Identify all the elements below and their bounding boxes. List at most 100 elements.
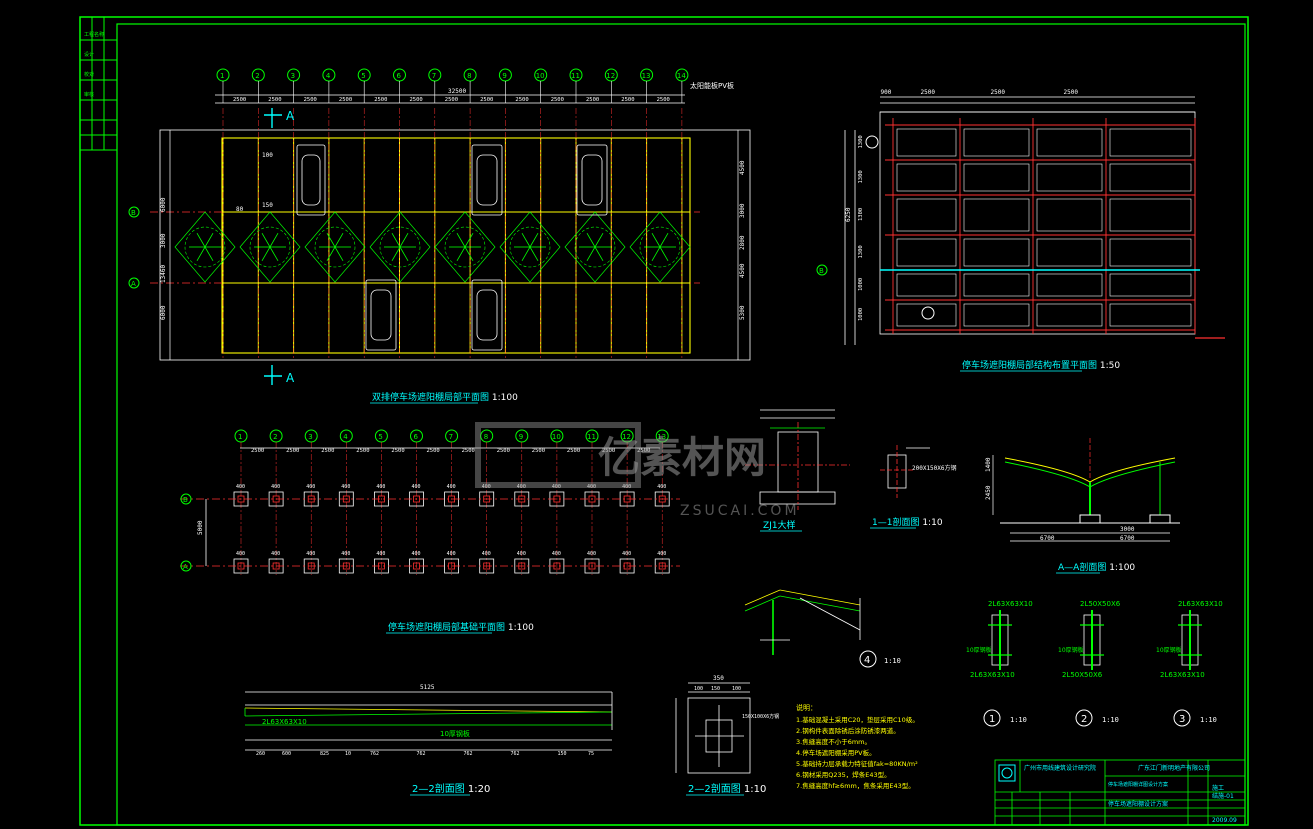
found-cell-dim: 400 <box>236 551 245 557</box>
plan-dim: 2500 <box>445 97 458 103</box>
plan-left-dim: 3000 <box>160 233 167 248</box>
pv-panel <box>1109 273 1192 297</box>
tree-branch <box>521 246 531 262</box>
s22b-title: 2—2剖面图 1:10 <box>688 782 766 795</box>
pv-panel <box>1036 238 1103 267</box>
s22-dim-top: 5125 <box>420 684 435 691</box>
tree-branch <box>529 232 539 248</box>
tree-branch <box>594 232 604 248</box>
axis-label: 9 <box>502 72 506 80</box>
pv-panel <box>1036 198 1103 232</box>
detail-text-mid: 10厚钢板 <box>966 646 992 654</box>
detail-4 <box>744 589 861 655</box>
detail-text-mid: 10厚钢板 <box>1058 646 1084 654</box>
found-cell-dim: 400 <box>552 484 561 490</box>
found-dim: 2500 <box>602 448 615 454</box>
found-row-b: B <box>183 496 188 504</box>
found-row-a: A <box>183 563 188 571</box>
tree-icon <box>509 226 551 268</box>
axis-label: 8 <box>467 72 471 80</box>
tree-branch <box>586 246 596 262</box>
title-block <box>994 759 1246 826</box>
tree-branch <box>464 232 474 248</box>
found-cell-dim: 400 <box>657 484 666 490</box>
found-cell-dim: 400 <box>482 551 491 557</box>
footing-column <box>413 562 420 570</box>
plan-title: 双排停车场遮阳棚局部平面图 1:100 <box>372 391 518 403</box>
found-cell-dim: 400 <box>306 484 315 490</box>
pv-panel <box>1036 303 1103 327</box>
tree-branch <box>529 246 539 262</box>
plan-right-dim: 4500 <box>739 160 746 175</box>
section11-title: 1—1剖面图 1:10 <box>872 516 943 528</box>
tree-branch <box>399 246 409 262</box>
planting-bed <box>304 211 366 283</box>
tb-company: 广州市用线建筑设计研究院 <box>1024 764 1096 772</box>
section-mark-top-label: A <box>286 109 295 123</box>
found-cell-dim: 400 <box>271 551 280 557</box>
axis-label: 11 <box>571 72 580 80</box>
tree-branch <box>269 232 279 248</box>
panel-left-dim: 1300 <box>858 135 864 148</box>
strip-label: 审核 <box>84 91 94 98</box>
plan-dim: 2500 <box>339 97 352 103</box>
watermark-sub: ZSUCAI.COM <box>680 503 800 519</box>
zj1-title: ZJ1大样 <box>763 519 796 531</box>
axis-label: 13 <box>642 72 651 80</box>
plan-row-b: B <box>131 209 136 217</box>
detail-text-bot: 2L63X63X10 <box>970 671 1015 679</box>
plan-dim-d100: 100 <box>262 152 273 159</box>
aa-dim-0: 6700 <box>1040 535 1055 542</box>
found-cell-dim: 400 <box>657 551 666 557</box>
note-line: 5.基础持力层承载力特征值fak=80KN/m² <box>796 759 918 768</box>
section-mark-bottom-label: A <box>286 371 295 385</box>
axis-label: 13 <box>657 433 666 441</box>
pv-panel <box>1109 238 1192 267</box>
planting-bed <box>564 211 626 283</box>
plan-dim: 2500 <box>621 97 634 103</box>
aa-dim-4: 2450 <box>985 485 992 500</box>
found-cell-dim: 400 <box>517 551 526 557</box>
car-icon <box>296 144 608 351</box>
found-cell-dim: 400 <box>306 551 315 557</box>
plan-dim: 2500 <box>480 97 493 103</box>
pv-panel <box>963 198 1030 232</box>
section-2-2-small <box>675 682 751 774</box>
pv-panel <box>1036 273 1103 297</box>
axis-label: 3 <box>308 433 312 441</box>
note-line: 1.基础混凝土采用C20，垫层采用C10级。 <box>796 715 919 724</box>
section-2-2 <box>244 691 613 751</box>
axis-label: 2 <box>273 433 277 441</box>
found-cell-dim: 400 <box>376 484 385 490</box>
tree-branch <box>196 232 206 248</box>
left-title-strip <box>80 17 117 151</box>
tree-branch <box>651 232 661 248</box>
plan-dim: 2500 <box>410 97 423 103</box>
found-cell-dim: 400 <box>412 551 421 557</box>
plan-dim: 2500 <box>515 97 528 103</box>
axis-label: 5 <box>378 433 382 441</box>
found-dim: 2500 <box>286 448 299 454</box>
strip-label: 工程名称 <box>84 31 104 38</box>
s22-bot-dim: 762 <box>511 751 520 757</box>
detail-circle <box>1173 709 1191 727</box>
s22-bot-dim: 260 <box>256 751 265 757</box>
panel-left-dim: 1300 <box>858 208 864 221</box>
section-a-a <box>992 438 1180 542</box>
s22-bot-dim: 10 <box>345 751 351 757</box>
detail-text-mid: 10厚钢板 <box>1156 646 1182 654</box>
plan-dim: 2500 <box>233 97 246 103</box>
tree-icon <box>444 226 486 268</box>
pv-panel <box>896 163 957 192</box>
panel-total-left: 6250 <box>845 207 852 222</box>
panel-top-dim: 2500 <box>1064 89 1079 96</box>
s22b-label: 150X100X6方钢 <box>742 713 779 720</box>
tree-icon <box>639 226 681 268</box>
plan-dim: 2500 <box>268 97 281 103</box>
inner-frame <box>116 23 1246 826</box>
found-cell-dim: 400 <box>517 484 526 490</box>
panel-left-dim: 1000 <box>858 278 864 291</box>
footing <box>338 558 354 574</box>
pv-panel <box>963 163 1030 192</box>
found-dim: 5000 <box>197 520 204 535</box>
